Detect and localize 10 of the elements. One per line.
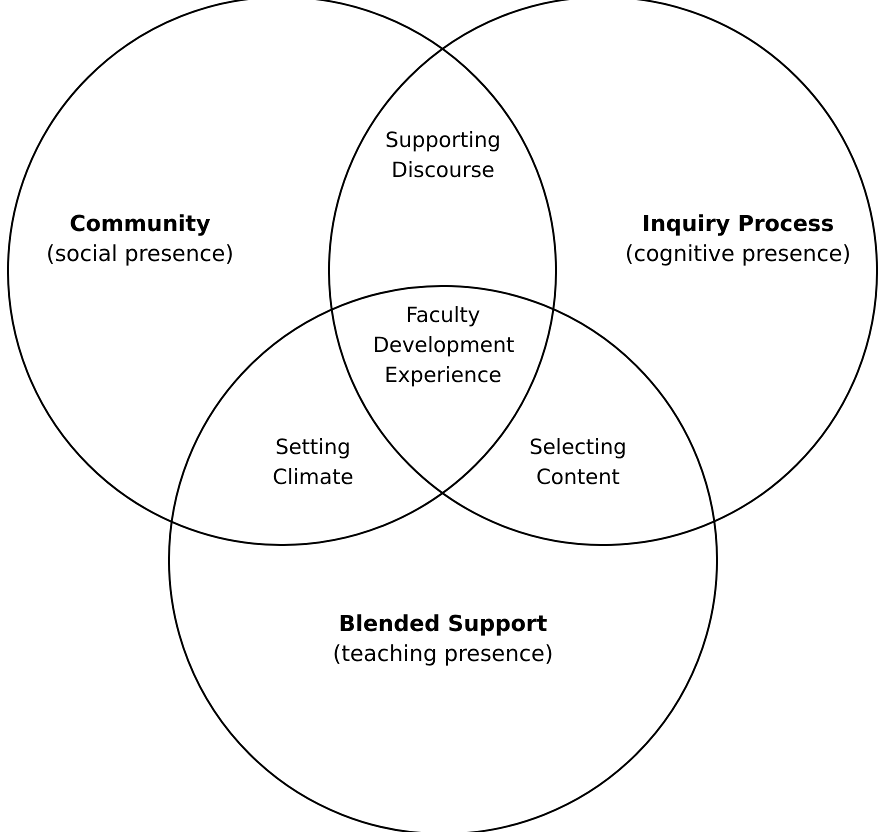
circle-subtitle: (social presence): [45, 241, 235, 269]
circle-subtitle: (cognitive presence): [624, 241, 852, 269]
overlap-label: Faculty Development Experience: [373, 302, 513, 389]
circle-subtitle: (teaching presence): [332, 641, 554, 669]
circle-heading: Community: [68, 211, 212, 239]
overlap-label: Setting Climate: [272, 434, 354, 491]
overlap-label: Selecting Content: [528, 434, 628, 491]
circle-heading: Blended Support: [338, 611, 548, 639]
overlap-label: Supporting Discourse: [384, 127, 502, 184]
circle-heading: Inquiry Process: [641, 211, 835, 239]
